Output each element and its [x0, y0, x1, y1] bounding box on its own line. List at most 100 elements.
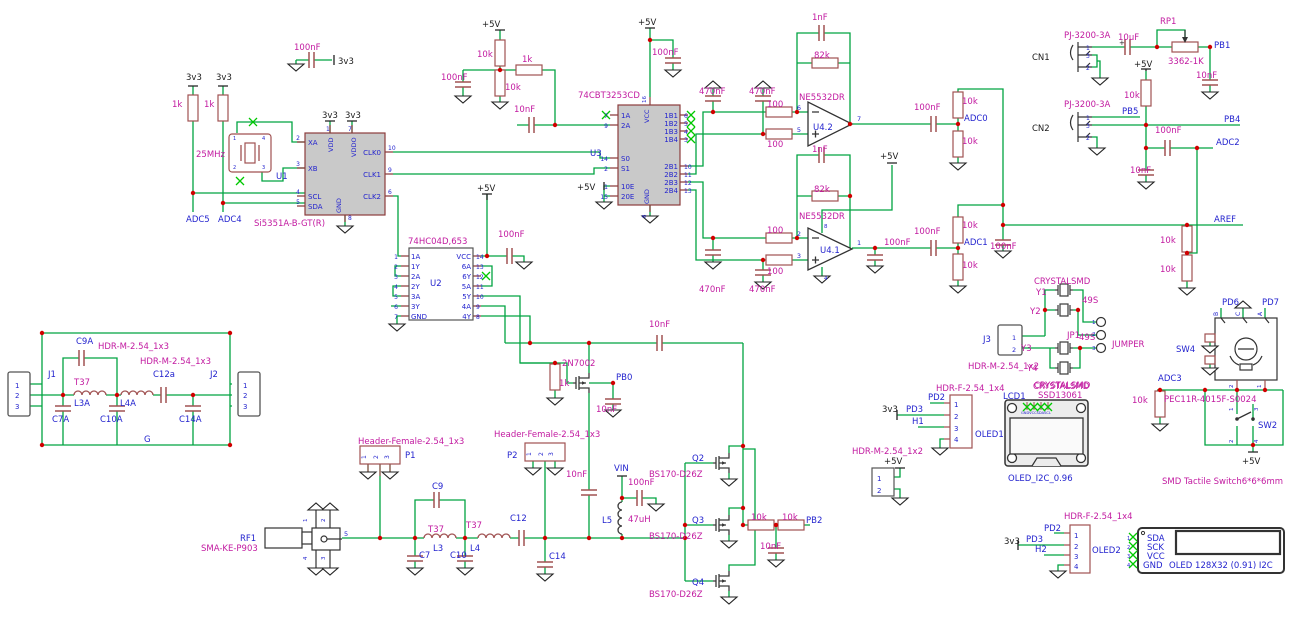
junction-56	[1262, 387, 1268, 393]
junction-27	[794, 109, 800, 115]
label-filter-6: C12a	[153, 370, 175, 380]
label-filter-3: J1	[47, 370, 56, 380]
label-clockgen-16: 5	[296, 199, 300, 206]
label-inverter-8: 5	[394, 294, 398, 301]
label-opamps-12: 10k	[962, 97, 978, 107]
label-inverter-10: 7	[394, 314, 398, 321]
label-inverter-13: 2A	[411, 273, 420, 281]
label-mux-24: 5	[684, 121, 688, 128]
rf1-sma-connector[interactable]	[264, 510, 342, 568]
junction-39	[1143, 145, 1149, 151]
junction-52	[227, 442, 233, 448]
ic-u1-si5351[interactable]	[297, 125, 393, 222]
label-jacks-15: PB5	[1122, 107, 1138, 117]
label-opamps-8: 7	[857, 115, 861, 123]
junction-46	[60, 392, 66, 398]
label-encoder-5: SW4	[1176, 345, 1195, 355]
header-hdr-m-1x2[interactable]	[871, 467, 895, 497]
label-oled2-2: 3v3	[1004, 537, 1020, 547]
label-inverter-23: 9	[476, 304, 480, 311]
label-jacks-14: CN2	[1032, 124, 1050, 134]
label-mux-35: 2B1	[664, 163, 678, 171]
junction-12	[619, 495, 625, 501]
label-rf-39: BS170-D26Z	[649, 532, 703, 542]
label-jacks-13: PJ-3200-3A	[1064, 100, 1111, 110]
header-p2[interactable]	[524, 442, 566, 462]
label-rf-1: SMA-KE-P903	[201, 544, 258, 554]
label-clockgen-27: CLK0	[363, 149, 381, 157]
label-opamps-36: 10k	[1160, 236, 1176, 246]
lcd1-oled-module[interactable]	[1004, 399, 1089, 467]
connector-j3[interactable]	[997, 324, 1023, 356]
jumper-jp1[interactable]	[1095, 316, 1107, 354]
label-clockgen-31: VDDO	[350, 137, 358, 157]
connector-j2[interactable]	[237, 371, 261, 417]
tactile-switch-sw2[interactable]	[1235, 411, 1255, 421]
rotary-encoder-sw4[interactable]	[1204, 317, 1278, 390]
label-clockgen-36: 3	[262, 165, 265, 171]
label-oled2-12: VCC	[1147, 552, 1165, 562]
label-opamps-35: AREF	[1214, 215, 1236, 225]
label-jacks-5: 3362-1K	[1168, 57, 1204, 67]
label-inverter-4: 1	[394, 254, 398, 261]
label-oled2-7: 2	[1074, 543, 1078, 551]
connector-j1[interactable]	[7, 371, 31, 417]
opamp-u4-2[interactable]	[807, 100, 854, 148]
label-jacks-4: RP1	[1160, 17, 1176, 27]
pot-rp1-wiper[interactable]	[1182, 30, 1188, 43]
label-mux-4: 1k	[522, 55, 532, 65]
label-opamps-6: 6	[797, 104, 801, 112]
junction-5	[647, 37, 653, 43]
label-inverter-26: 6A	[462, 263, 471, 271]
label-rf-36: Q2	[692, 454, 704, 464]
junction-1	[220, 200, 226, 206]
ic-u3-74cbt3253[interactable]	[610, 97, 688, 212]
label-xtal-0: CRYSTALSMD	[1034, 277, 1091, 287]
label-xtal-10: Y4	[1026, 364, 1038, 374]
label-clockgen-2: 1k	[172, 100, 182, 110]
header-oled2[interactable]	[1064, 524, 1091, 574]
junction-50	[227, 330, 233, 336]
label-xtal-2: 49S	[1082, 296, 1098, 306]
wires-opamp-lower	[688, 154, 1243, 286]
label-clockgen-33: 1	[233, 136, 236, 142]
label-mux-1: U3	[590, 149, 602, 159]
label-mux-13: 14	[600, 156, 608, 163]
wire-layer[interactable]	[30, 28, 1284, 597]
label-encoder-11: SW2	[1258, 421, 1277, 431]
jack-cn1[interactable]	[1069, 42, 1093, 72]
label-oled2-6: 1	[1074, 532, 1078, 540]
wires-oled2	[1018, 532, 1064, 571]
label-encoder-4: A	[1257, 311, 1264, 316]
label-rf-32: 1k	[559, 379, 569, 389]
junction-24	[760, 131, 766, 137]
label-rf-29: L5	[602, 516, 612, 526]
ic-u2-74hc04[interactable]	[401, 247, 481, 321]
label-oled1-5: OLED1	[975, 430, 1004, 440]
label-mux-9: 100nF	[652, 48, 679, 58]
label-filter-5: T37	[73, 378, 90, 388]
label-rf-21: T37	[465, 521, 482, 531]
label-clockgen-12: ADC4	[218, 215, 242, 225]
wires-inverter	[391, 194, 555, 364]
label-mux-15: 1	[604, 184, 608, 191]
label-clockgen-29: CLK2	[363, 193, 381, 201]
oled2-128x32-module[interactable]	[1137, 527, 1285, 574]
header-p1[interactable]	[359, 445, 401, 476]
label-jacks-1: CN1	[1032, 53, 1050, 63]
label-mux-20: S1	[621, 165, 630, 173]
jack-cn2[interactable]	[1069, 112, 1093, 142]
header-oled1[interactable]	[944, 394, 973, 449]
label-inverter-12: 1Y	[411, 263, 420, 271]
label-opamps-17: NE5532DR	[799, 212, 845, 222]
label-opamps-24: 1	[857, 239, 861, 247]
label-jacks-8: +5V	[1134, 60, 1153, 70]
opamp-u4-1[interactable]	[807, 226, 854, 272]
label-clockgen-24: XB	[308, 165, 318, 173]
junction-17	[462, 535, 468, 541]
label-rf-24: C12	[510, 514, 527, 524]
label-encoder-8: PEC11R-4015F-S0024	[1164, 395, 1257, 405]
label-rf-8: P1	[405, 451, 416, 461]
label-rf-2: 5	[344, 530, 348, 538]
crystal-25mhz[interactable]	[228, 133, 272, 173]
